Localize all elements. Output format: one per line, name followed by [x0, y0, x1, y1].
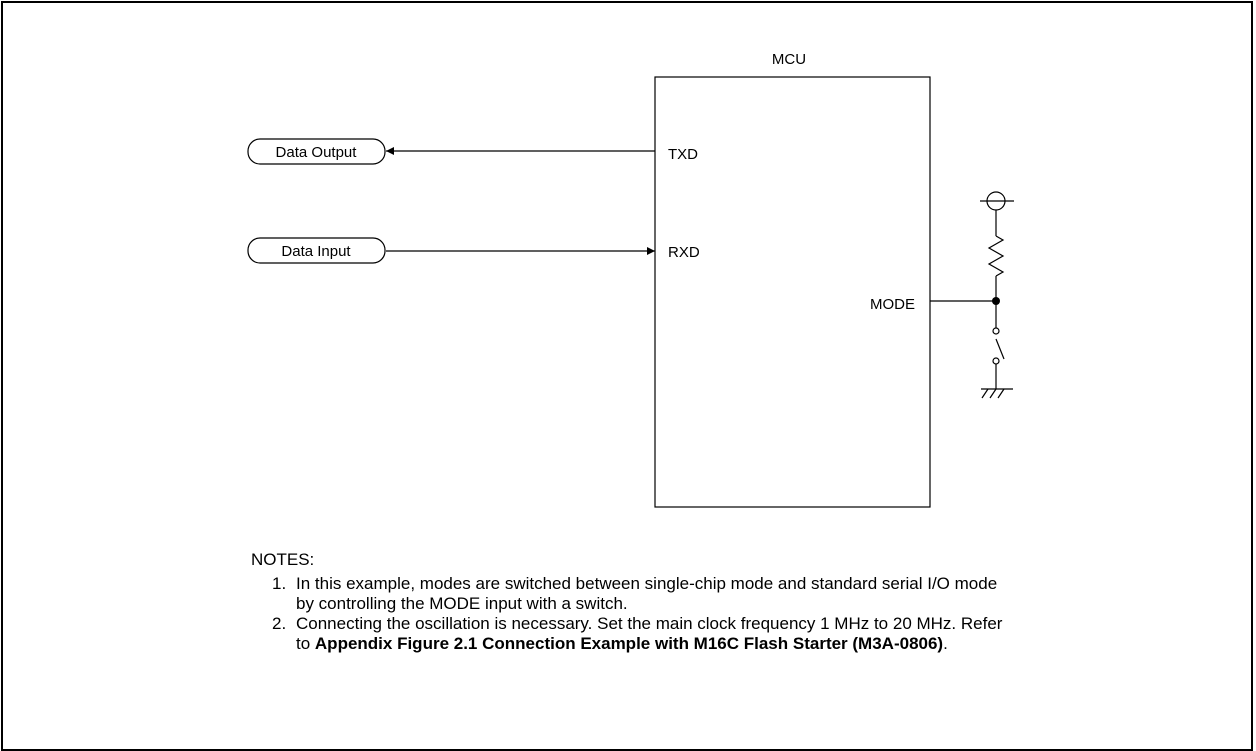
note-number: 1. — [272, 574, 287, 593]
mcu-block — [654, 76, 931, 508]
switch-icon — [992, 327, 1005, 389]
pin-mode-label: MODE — [870, 296, 915, 313]
resistor-icon — [987, 235, 1005, 277]
pin-rxd-label: RXD — [668, 244, 700, 261]
note-end: . — [943, 634, 948, 653]
terminal-shape — [247, 138, 386, 165]
notes-list: 1. In this example, modes are switched b… — [251, 574, 1011, 654]
power-supply-icon — [980, 191, 1014, 236]
note-reference: Appendix Figure 2.1 Connection Example w… — [314, 634, 944, 653]
data-input-label: Data Input — [281, 243, 351, 260]
pin-txd-label: TXD — [668, 146, 698, 163]
ground-icon — [981, 388, 1013, 399]
notes-header: NOTES: — [251, 550, 315, 569]
note-text: Connecting the oscillation is necessary.… — [296, 614, 1003, 653]
notes-section: NOTES: 1. In this example, modes are swi… — [251, 550, 1011, 654]
data-output-terminal: Data Output — [247, 138, 386, 165]
data-input-terminal: Data Input — [247, 237, 386, 264]
mcu-title: MCU — [772, 51, 806, 68]
terminal-shape — [247, 237, 386, 264]
note-item: 2. Connecting the oscillation is necessa… — [251, 614, 1011, 654]
data-output-label: Data Output — [276, 144, 358, 161]
note-number: 2. — [272, 614, 287, 633]
note-item: 1. In this example, modes are switched b… — [251, 574, 1011, 614]
junction-dot-icon — [992, 297, 1000, 305]
note-text: In this example, modes are switched betw… — [296, 574, 998, 613]
